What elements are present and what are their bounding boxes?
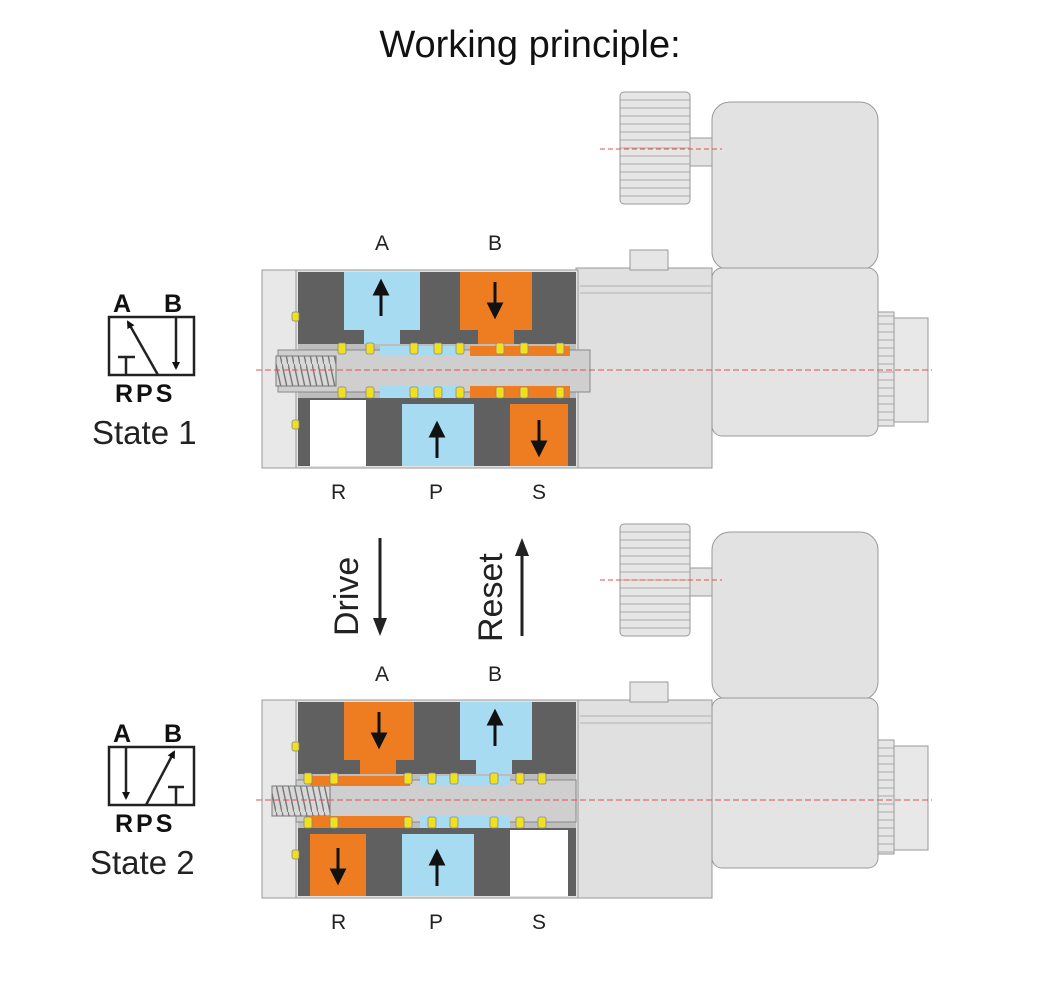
symbol-1-port-b: B	[164, 290, 182, 318]
port-s-chamber-2	[510, 830, 568, 896]
valve-1-port-r-label: R	[331, 481, 346, 504]
valve-2-port-a-label: A	[375, 663, 389, 686]
flow-arrows-2	[329, 708, 504, 886]
symbol-1-arrow-p-to-a	[126, 320, 160, 376]
actuator-head-2	[575, 699, 713, 899]
manual-override-2	[893, 745, 929, 851]
flow-arrows-1	[372, 278, 548, 458]
transition-arrows: Drive Reset	[328, 538, 529, 642]
valve-2-port-s-label: S	[532, 911, 546, 934]
valve-2-port-b-label: B	[488, 663, 502, 686]
return-spring-1	[275, 355, 337, 387]
state-1-label: State 1	[92, 414, 197, 451]
diagram-title: Working principle:	[379, 24, 681, 66]
symbol-2-port-b: B	[164, 720, 182, 748]
symbol-1-box	[107, 315, 196, 377]
valve-2-port-r-label: R	[331, 911, 346, 934]
valve-1-port-s-label: S	[532, 481, 546, 504]
symbol-2-arrow-p-to-b	[144, 750, 176, 806]
connector-cap-2	[619, 523, 691, 637]
reset-label: Reset	[472, 553, 510, 642]
valve-state-1: A B R P S	[256, 91, 932, 504]
symbol-1-port-a: A	[113, 290, 131, 318]
return-spring-2	[271, 785, 331, 817]
symbol-2-box	[107, 745, 196, 807]
coil-body-2	[711, 697, 879, 869]
symbol-2-bottom-ports: RPS	[115, 810, 175, 838]
spool-2	[295, 779, 577, 823]
state-2-valve-symbol: A B RPS	[107, 720, 196, 838]
valve-1-port-b-label: B	[488, 232, 502, 255]
coil-body-1	[711, 267, 879, 437]
drive-label: Drive	[328, 557, 366, 636]
actuator-head-1	[575, 267, 713, 469]
valve-2-port-p-label: P	[429, 911, 443, 934]
seals-1	[291, 311, 565, 430]
connector-cap-1	[619, 91, 691, 205]
port-r-chamber-1	[310, 400, 366, 466]
symbol-2-port-a: A	[113, 720, 131, 748]
coil-top-1	[711, 101, 879, 271]
state-1-valve-symbol: A B RPS	[107, 290, 196, 408]
valve-1-port-a-label: A	[375, 232, 389, 255]
coil-top-2	[711, 531, 879, 701]
valve-state-2: A B R P S	[256, 523, 932, 934]
state-2-label: State 2	[90, 844, 195, 881]
symbol-1-bottom-ports: RPS	[115, 380, 175, 408]
seals-2	[291, 741, 547, 860]
valve-1-port-p-label: P	[429, 481, 443, 504]
